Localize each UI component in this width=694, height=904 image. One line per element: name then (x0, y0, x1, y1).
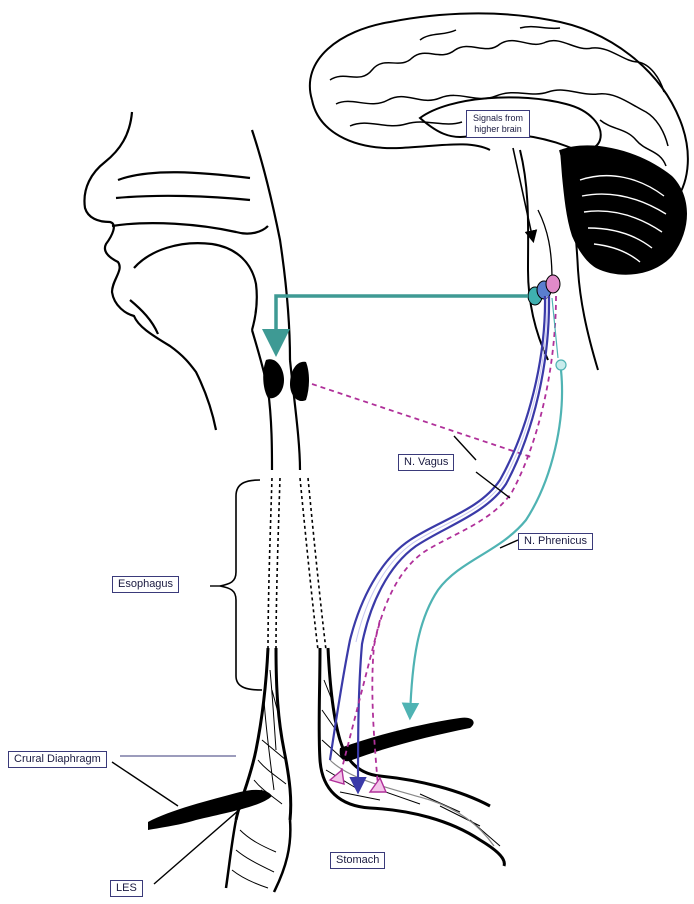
cerebellum (560, 145, 687, 274)
crural-diaphragm-left (148, 790, 272, 830)
esophagus-bracket (220, 480, 262, 690)
brainstem-inner (538, 210, 552, 280)
stomach-label: Stomach (330, 852, 385, 869)
face-outline (84, 112, 216, 430)
receptor-triangle-1 (330, 770, 344, 784)
upper-esophageal-sphincter (263, 359, 309, 401)
throat-front-wall (252, 330, 272, 470)
brain-to-upper-sphincter-path (276, 296, 528, 350)
crural-diaphragm-right (340, 718, 474, 762)
brain (310, 13, 688, 370)
phrenic-nucleus (556, 360, 566, 370)
phrenic-nerve-label: N. Phrenicus (518, 533, 593, 550)
head-profile (84, 112, 300, 470)
palate (112, 223, 268, 233)
vagus-nerve-label: N. Vagus (398, 454, 454, 471)
tongue (134, 243, 257, 330)
receptor-triangle-2 (370, 778, 386, 792)
pharynx-afferent-path (312, 384, 534, 458)
les-label: LES (110, 880, 143, 897)
signals-from-higher-brain-label: Signals from higher brain (466, 110, 530, 138)
lower-esophagus (226, 648, 291, 892)
esophagus-tube (268, 478, 326, 650)
nucleus-pink (546, 275, 560, 293)
gyri (330, 27, 668, 166)
nasal-cavity (116, 172, 250, 200)
throat-back-wall (252, 130, 290, 360)
crural-diaphragm-label: Crural Diaphragm (8, 751, 107, 768)
esophagus-label: Esophagus (112, 576, 179, 593)
